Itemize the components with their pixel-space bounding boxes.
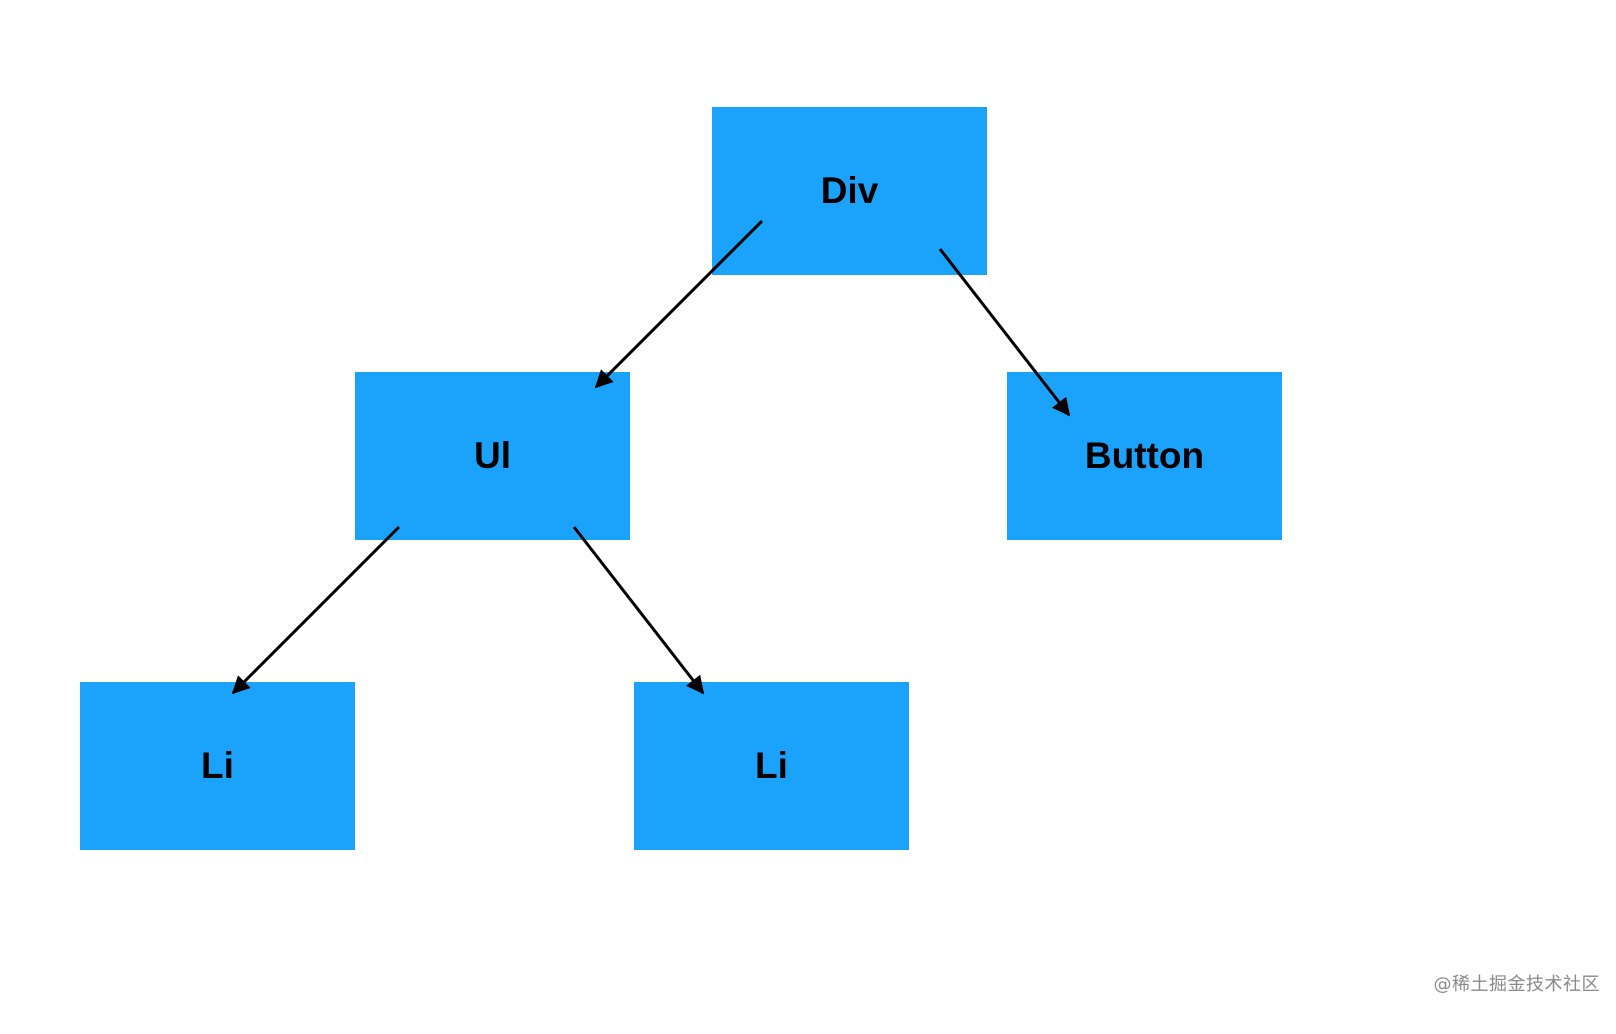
node-div: Div [712, 107, 987, 275]
node-li-left-label: Li [201, 745, 234, 786]
edge-ul-to-li-right [572, 526, 705, 695]
node-button: Button [1007, 372, 1282, 540]
node-button-label: Button [1084, 435, 1205, 476]
watermark-text: @稀土掘金技术社区 [1433, 974, 1600, 995]
node-ul: Ul [355, 372, 630, 540]
node-ul-label: Ul [474, 435, 511, 476]
node-li-right: Li [634, 682, 909, 850]
edge-ul-to-li-left [231, 525, 401, 695]
node-div-label: Div [820, 170, 879, 211]
node-li-left: Li [80, 682, 355, 850]
node-li-right-label: Li [755, 745, 788, 786]
